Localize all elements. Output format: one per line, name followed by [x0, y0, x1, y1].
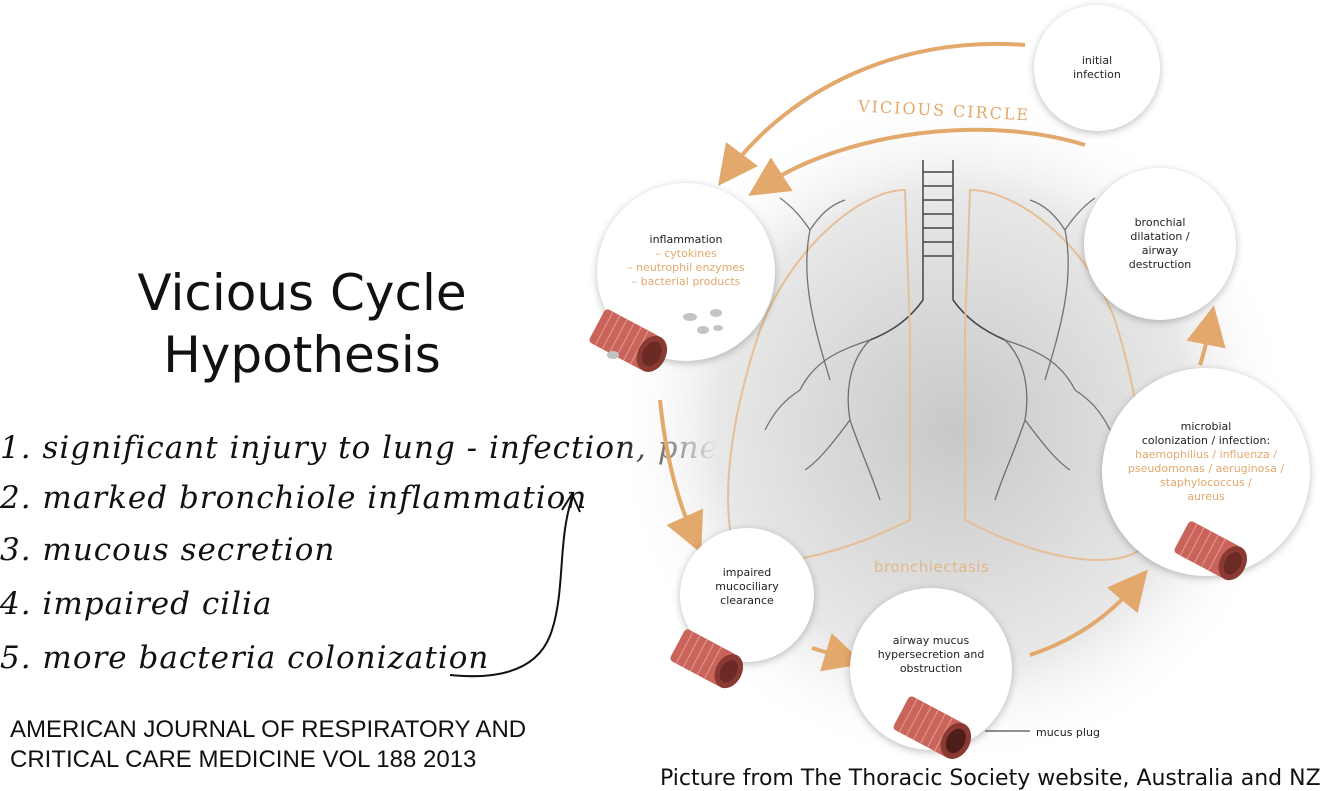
title-line-2: Hypothesis	[163, 326, 441, 384]
trachea-icon	[869, 160, 1006, 341]
node-airway-mucus-hypersecretion: airway mucus hypersecretion and obstruct…	[850, 588, 1012, 750]
title-line-1: Vicious Cycle	[137, 264, 467, 322]
arrow-hypersecretion-to-colonization	[1029, 569, 1148, 657]
mucus-plug-label: mucus plug	[1036, 726, 1100, 739]
note-2: 2. marked bronchiole inflammation	[0, 480, 588, 516]
note-4: 4. impaired cilia	[0, 586, 273, 622]
note-3: 3. mucous secretion	[0, 532, 336, 568]
handwritten-arrow	[449, 491, 581, 678]
citation: AMERICAN JOURNAL OF RESPIRATORY AND CRIT…	[10, 715, 526, 775]
citation-line-2: CRITICAL CARE MEDICINE VOL 188 2013	[10, 746, 477, 773]
citation-line-1: AMERICAN JOURNAL OF RESPIRATORY AND	[10, 716, 527, 743]
arrow-initial-to-inflammation	[717, 41, 1026, 186]
arrow-inflammation-to-clearance	[658, 399, 704, 554]
bronchial-tree-icon	[764, 197, 1111, 501]
arrow-colonization-to-dilatation	[1186, 305, 1226, 366]
slide-title: Vicious Cycle Hypothesis	[60, 262, 544, 386]
node-bronchial-dilatation: bronchial dilatation / airway destructio…	[1084, 168, 1236, 320]
arrow-dilatation-to-inflammation	[748, 127, 1086, 196]
node-impaired-clearance: impaired mucociliary clearance	[680, 528, 814, 662]
left-lung-outline	[727, 188, 911, 563]
note-5: 5. more bacteria colonization	[0, 640, 490, 676]
arrow-clearance-to-hypersecretion	[811, 633, 865, 672]
node-inflammation: inflammation – cytokines – neutrophil en…	[597, 183, 775, 361]
node-initial-infection: initial infection	[1034, 5, 1160, 131]
bronchiectasis-label: bronchiectasis	[874, 558, 990, 576]
node-microbial-colonization: microbial colonization / infection: haem…	[1102, 368, 1310, 576]
